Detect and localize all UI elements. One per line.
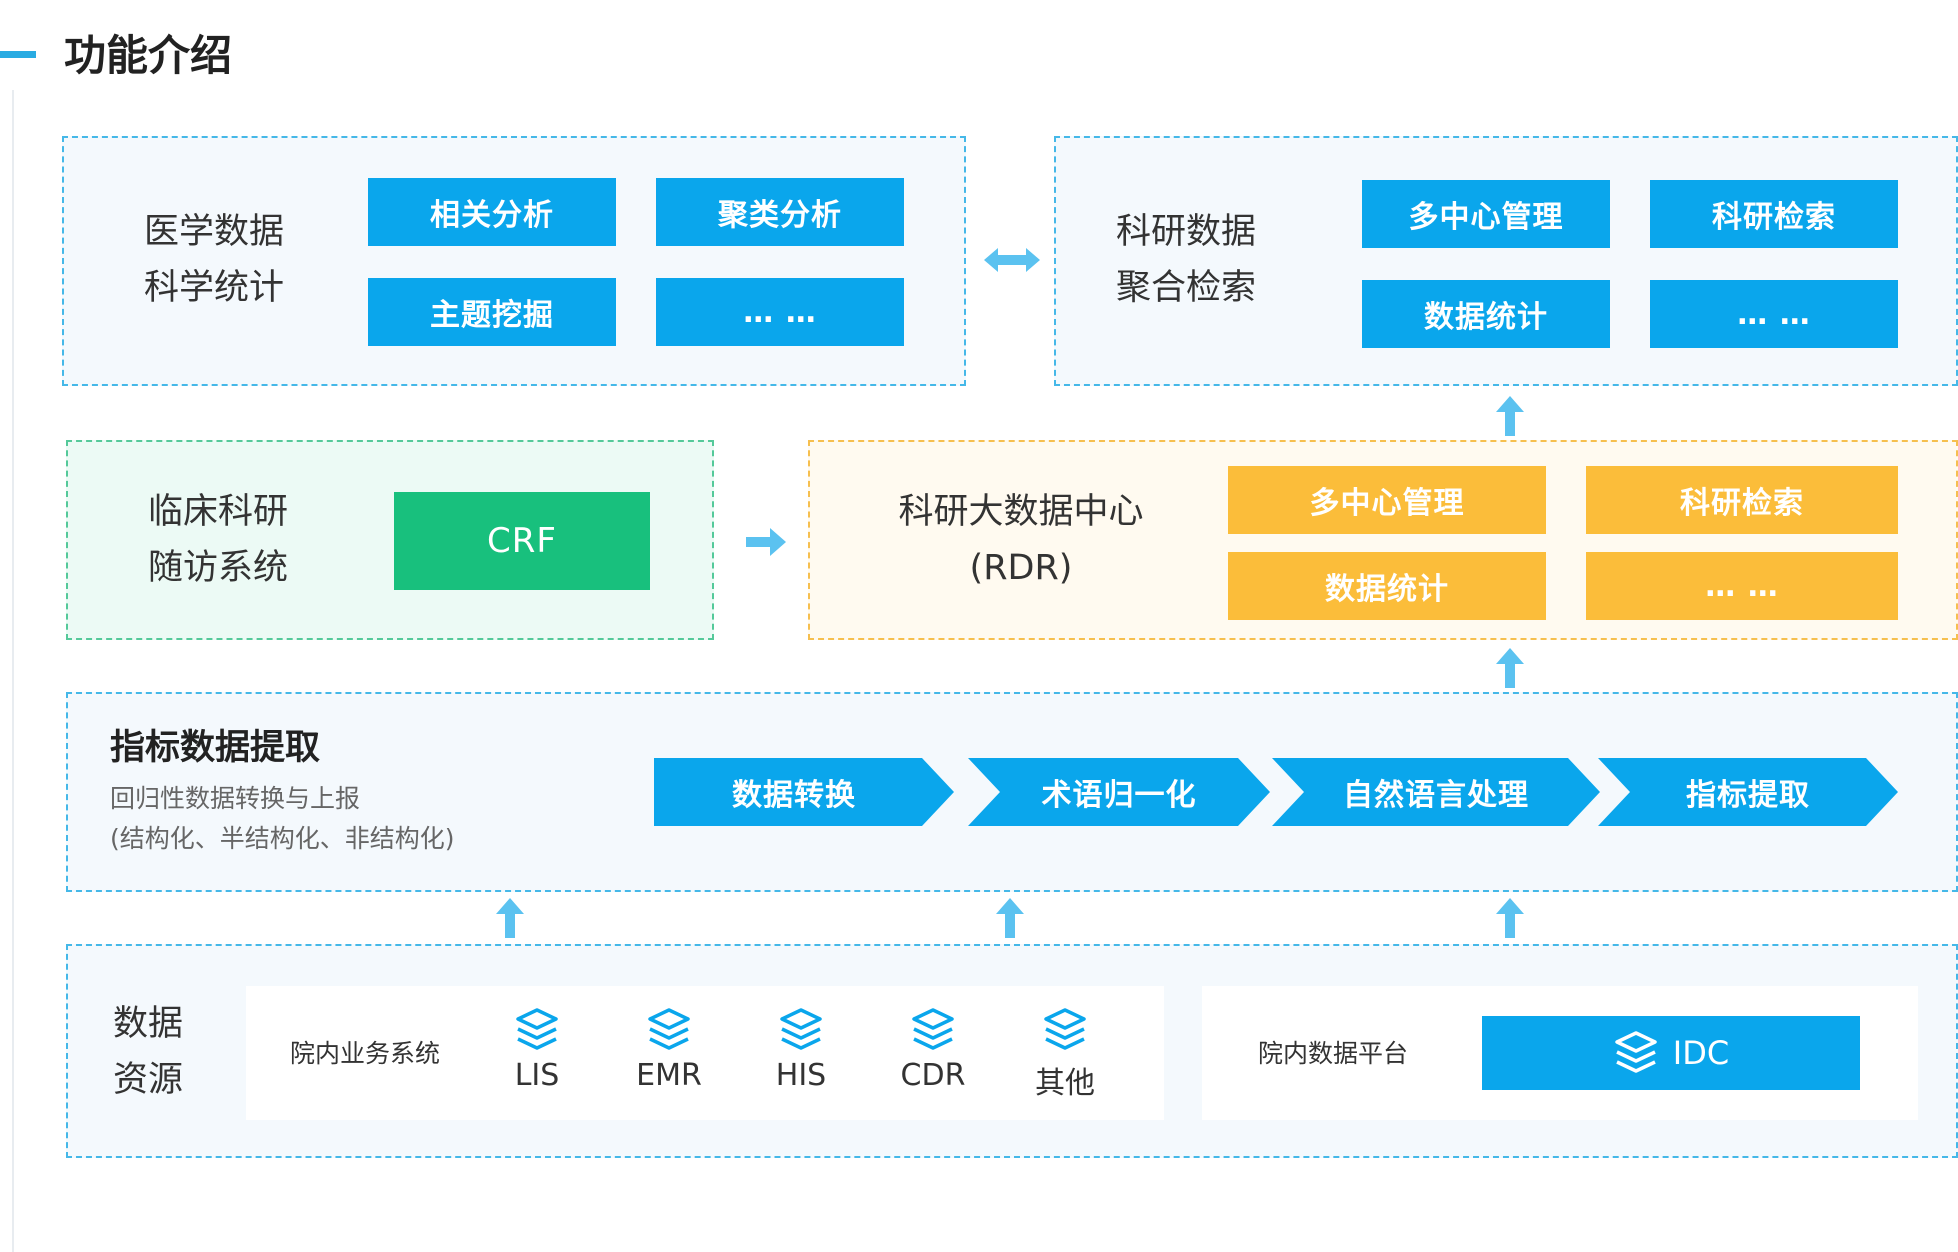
right-arrow-icon [746, 528, 786, 556]
layers-icon [780, 1008, 822, 1050]
system-cdr[interactable]: CDR [878, 1008, 988, 1093]
chevron-shape [654, 758, 954, 826]
rdr-multi-center-button[interactable]: 多中心管理 [1228, 466, 1546, 534]
up-arrow-icon [1496, 898, 1524, 938]
system-emr[interactable]: EMR [614, 1008, 724, 1093]
step-label: 指标提取 [1686, 778, 1810, 813]
layers-icon [912, 1008, 954, 1050]
step-label: 数据转换 [732, 778, 856, 813]
idc-label: IDC [1672, 1034, 1730, 1072]
up-arrow-icon [996, 898, 1024, 938]
research-search-panel: 科研数据 聚合检索 多中心管理 科研检索 数据统计 … … [1054, 136, 1958, 386]
step-term-normalization[interactable]: 术语归一化 [968, 758, 1270, 826]
correlation-analysis-button[interactable]: 相关分析 [368, 178, 616, 246]
step-label: 自然语言处理 [1343, 778, 1529, 813]
title-accent-bar [0, 51, 36, 58]
indicator-extraction-panel: 指标数据提取 回归性数据转换与上报 (结构化、半结构化、非结构化) 数据转换 术… [66, 692, 1958, 892]
business-systems-label: 院内业务系统 [290, 1039, 441, 1068]
up-arrow-icon [496, 898, 524, 938]
idc-button[interactable]: IDC [1482, 1016, 1860, 1090]
chevron-shape [968, 758, 1270, 826]
rdr-more-button[interactable]: … … [1586, 552, 1898, 620]
step-label: 术语归一化 [1041, 778, 1197, 813]
page-title: 功能介绍 [64, 31, 233, 80]
bidirectional-arrow-icon [984, 248, 1040, 272]
data-statistics-button[interactable]: 数据统计 [1362, 280, 1610, 348]
rdr-research-search-button[interactable]: 科研检索 [1586, 466, 1898, 534]
chevron-shape [1272, 758, 1600, 826]
step-indicator-extraction[interactable]: 指标提取 [1598, 758, 1898, 826]
indicator-extraction-title: 指标数据提取 [110, 728, 321, 768]
up-arrow-icon [1496, 396, 1524, 436]
system-name: EMR [636, 1058, 702, 1093]
clinical-followup-label: 临床科研 随访系统 [147, 492, 288, 588]
business-systems-box: 院内业务系统 LIS EMR [246, 986, 1164, 1120]
indicator-extraction-desc-1: 回归性数据转换与上报 [110, 784, 361, 813]
layers-icon [648, 1008, 690, 1050]
system-name: LIS [514, 1058, 560, 1093]
up-arrow-icon [1496, 648, 1524, 688]
step-data-conversion[interactable]: 数据转换 [654, 758, 954, 826]
topic-mining-button[interactable]: 主题挖掘 [368, 278, 616, 346]
data-sources-label: 数据 资源 [112, 1004, 183, 1100]
data-sources-panel: 数据 资源 院内业务系统 LIS EMR [66, 944, 1958, 1158]
more-stats-button[interactable]: … … [656, 278, 904, 346]
clinical-followup-panel: 临床科研 随访系统 CRF [66, 440, 714, 640]
research-search-button[interactable]: 科研检索 [1650, 180, 1898, 248]
multi-center-button[interactable]: 多中心管理 [1362, 180, 1610, 248]
research-search-label: 科研数据 聚合检索 [1115, 212, 1256, 308]
data-platform-box: 院内数据平台 IDC [1202, 986, 1918, 1120]
system-lis[interactable]: LIS [482, 1008, 592, 1093]
chevron-shape [1598, 758, 1898, 826]
system-name: 其他 [1035, 1066, 1095, 1101]
layers-icon [1044, 1008, 1086, 1050]
system-other[interactable]: 其他 [1010, 1008, 1120, 1102]
crf-button[interactable]: CRF [394, 492, 650, 590]
indicator-extraction-desc-2: (结构化、半结构化、非结构化) [110, 824, 455, 853]
step-nlp[interactable]: 自然语言处理 [1272, 758, 1600, 826]
cluster-analysis-button[interactable]: 聚类分析 [656, 178, 904, 246]
left-divider [12, 90, 14, 1252]
system-name: CDR [900, 1058, 966, 1093]
layers-icon [1615, 1031, 1657, 1073]
data-platform-label: 院内数据平台 [1258, 1039, 1409, 1068]
system-his[interactable]: HIS [746, 1008, 856, 1093]
rdr-center-label: 科研大数据中心 (RDR) [898, 492, 1144, 588]
medical-stats-label: 医学数据 科学统计 [143, 212, 284, 308]
more-search-button[interactable]: … … [1650, 280, 1898, 348]
rdr-center-panel: 科研大数据中心 (RDR) 多中心管理 科研检索 数据统计 … … [808, 440, 1958, 640]
medical-stats-panel: 医学数据 科学统计 相关分析 聚类分析 主题挖掘 … … [62, 136, 966, 386]
layers-icon [516, 1008, 558, 1050]
rdr-data-statistics-button[interactable]: 数据统计 [1228, 552, 1546, 620]
system-name: HIS [775, 1058, 827, 1093]
